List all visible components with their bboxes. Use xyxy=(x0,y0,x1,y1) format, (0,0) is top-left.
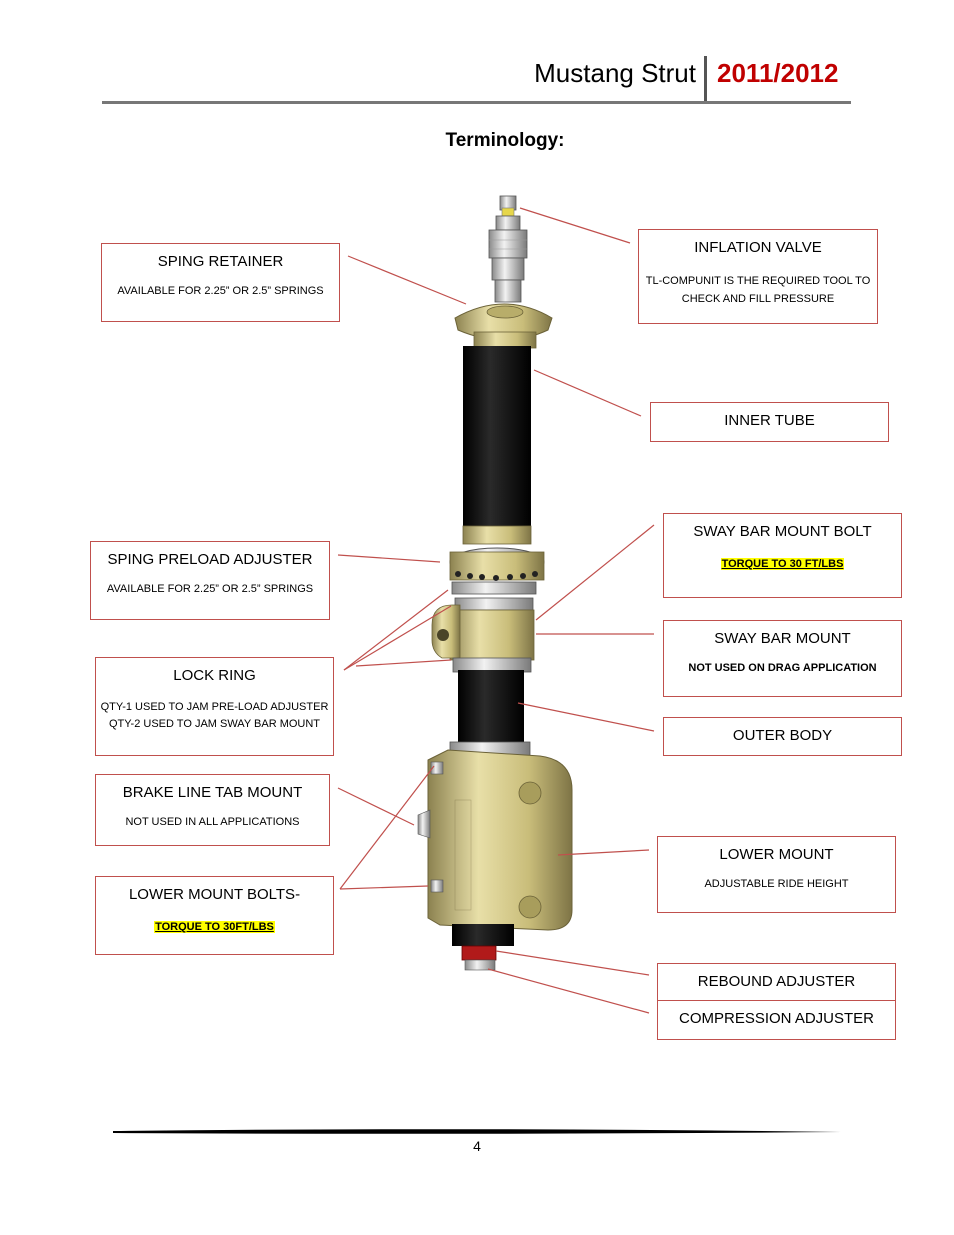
brake-line-tab-mount-title: BRAKE LINE TAB MOUNT xyxy=(122,784,303,801)
lock-ring-note-1: QTY-1 USED TO JAM PRE-LOAD ADJUSTER xyxy=(100,701,329,713)
sway-bar-mount-note: NOT USED ON DRAG APPLICATION xyxy=(688,662,877,674)
lock-ring-title: LOCK RING xyxy=(173,667,256,684)
inner-tube-part xyxy=(463,346,531,528)
leader-lines xyxy=(337,207,655,1014)
header-separator xyxy=(704,56,707,102)
spring-preload-adjuster-title: SPING PRELOAD ADJUSTER xyxy=(107,551,313,568)
callout-brake-line-tab-mount: BRAKE LINE TAB MOUNT NOT USED IN ALL APP… xyxy=(95,774,330,846)
footer-rule xyxy=(113,1129,841,1134)
inflation-valve-note-1: TL-COMPUNIT IS THE REQUIRED TOOL TO xyxy=(645,275,871,287)
callout-spring-retainer: SPING RETAINER AVAILABLE FOR 2.25” OR 2.… xyxy=(101,243,340,322)
inflation-valve-note-2: CHECK AND FILL PRESSURE xyxy=(681,293,835,305)
document-year: 2011/2012 xyxy=(717,58,839,88)
sway-bar-mount-bolt-title: SWAY BAR MOUNT BOLT xyxy=(693,523,872,540)
spring-retainer-title: SPING RETAINER xyxy=(157,253,284,270)
header-rule xyxy=(102,101,851,104)
inflation-valve-title: INFLATION VALVE xyxy=(694,239,822,256)
callout-lower-mount: LOWER MOUNT ADJUSTABLE RIDE HEIGHT xyxy=(657,836,896,913)
callout-spring-preload-adjuster: SPING PRELOAD ADJUSTER AVAILABLE FOR 2.2… xyxy=(90,541,330,620)
lower-mount-bolts-torque: TORQUE TO 30FT/LBS xyxy=(154,921,275,933)
rebound-adjuster-title: REBOUND ADJUSTER xyxy=(697,973,856,990)
inner-tube-title: INNER TUBE xyxy=(724,412,815,429)
callout-rebound-adjuster: REBOUND ADJUSTER xyxy=(657,963,896,1001)
lock-ring-note-2: QTY-2 USED TO JAM SWAY BAR MOUNT xyxy=(108,718,321,730)
spring-retainer-part xyxy=(454,303,553,349)
section-title: Terminology: xyxy=(445,130,565,151)
lower-mount-part xyxy=(417,749,573,931)
outer-body-part xyxy=(458,670,524,750)
adjuster-knobs-part xyxy=(452,924,514,971)
spring-preload-adjuster-note: AVAILABLE FOR 2.25” OR 2.5” SPRINGS xyxy=(106,583,314,595)
lower-mount-title: LOWER MOUNT xyxy=(719,846,834,863)
outer-body-title: OUTER BODY xyxy=(732,727,833,744)
spring-retainer-note: AVAILABLE FOR 2.25” OR 2.5” SPRINGS xyxy=(117,285,324,297)
preload-adjuster-part xyxy=(449,525,545,611)
sway-bar-mount-part xyxy=(431,604,535,673)
callout-sway-bar-mount-bolt: SWAY BAR MOUNT BOLT TORQUE TO 30 FT/LBS xyxy=(663,513,902,598)
page-number: 4 xyxy=(473,1138,481,1154)
lower-mount-bolts-title: LOWER MOUNT BOLTS- xyxy=(128,886,301,903)
brake-line-tab-mount-note: NOT USED IN ALL APPLICATIONS xyxy=(125,816,300,828)
callout-inflation-valve: INFLATION VALVE TL-COMPUNIT IS THE REQUI… xyxy=(638,229,878,324)
callout-compression-adjuster: COMPRESSION ADJUSTER xyxy=(657,1000,896,1040)
compression-adjuster-title: COMPRESSION ADJUSTER xyxy=(678,1010,875,1027)
callout-lock-ring: LOCK RING QTY-1 USED TO JAM PRE-LOAD ADJ… xyxy=(95,657,334,756)
document-title: Mustang Strut xyxy=(534,58,696,88)
sway-bar-mount-title: SWAY BAR MOUNT xyxy=(714,630,851,647)
callout-sway-bar-mount: SWAY BAR MOUNT NOT USED ON DRAG APPLICAT… xyxy=(663,620,902,697)
sway-bar-mount-bolt-torque: TORQUE TO 30 FT/LBS xyxy=(720,558,845,570)
callout-lower-mount-bolts: LOWER MOUNT BOLTS- TORQUE TO 30FT/LBS xyxy=(95,876,334,955)
lower-mount-note: ADJUSTABLE RIDE HEIGHT xyxy=(704,878,849,890)
callout-outer-body: OUTER BODY xyxy=(663,717,902,756)
callout-inner-tube: INNER TUBE xyxy=(650,402,889,442)
inflation-valve-part xyxy=(488,195,528,303)
